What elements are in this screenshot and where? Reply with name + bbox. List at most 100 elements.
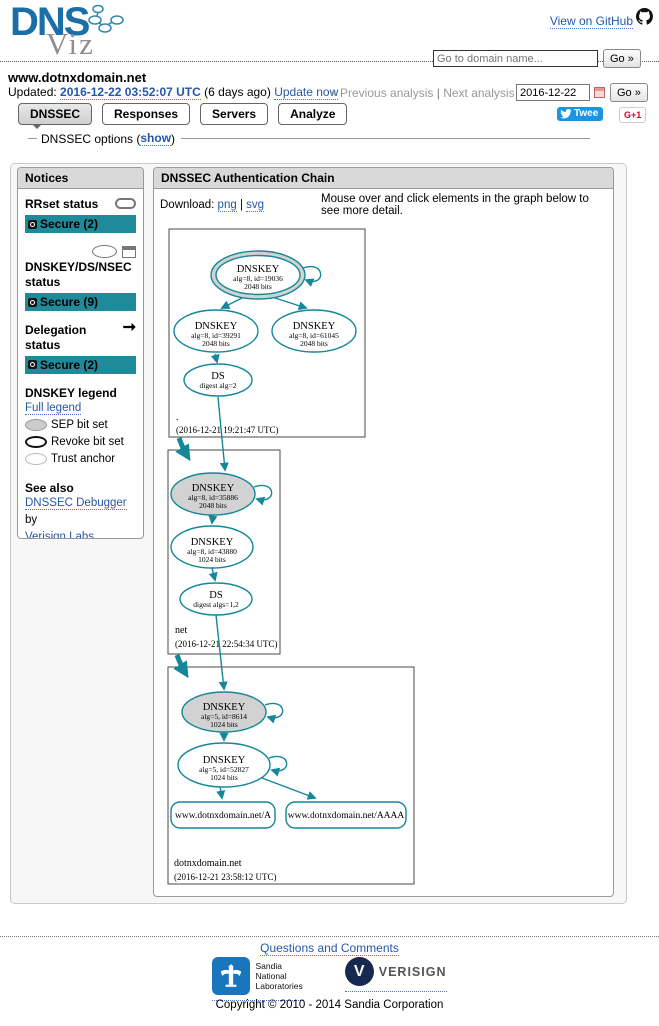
node-rrset-aaaa[interactable]: www.dotnxdomain.net/AAAA [285,801,407,829]
analysis-date-input[interactable] [516,84,590,101]
tab-servers[interactable]: Servers [200,103,269,125]
node-dnskey-43880[interactable]: DNSKEY alg=8, id=43880 1024 bits [170,525,254,569]
node-dnskey-8614[interactable]: DNSKEY alg=5, id=8614 1024 bits [181,691,267,733]
cluster-net[interactable]: net (2016-12-21 22:54:34 UTC) [167,449,281,655]
calendar-icon[interactable] [594,87,605,98]
auth-chain-header: DNSSEC Authentication Chain [154,168,613,189]
copyright-text: Copyright © 2010 - 2014 Sandia Corporati… [215,999,444,1011]
graph-hint-text: Mouse over and click elements in the gra… [321,193,589,217]
edge-ds-8614 [215,614,228,691]
content-wrapper: Notices RRset status Secure (2) DNSKEY/D… [10,163,627,904]
cluster-net-timestamp: (2016-12-21 22:54:34 UTC) [175,639,278,649]
legend-label: SEP bit set [51,418,108,431]
selfloop-35886 [253,484,273,506]
node-bits: 2048 bits [202,339,230,348]
nsec-window-icon [122,245,136,258]
tab-dnssec[interactable]: DNSSEC [18,103,93,129]
auth-chain-panel: DNSSEC Authentication Chain Download: pn… [153,167,614,897]
full-legend-link[interactable]: Full legend [25,401,82,415]
selfloop-19036 [302,265,322,287]
node-dnskey-39291[interactable]: DNSKEY alg=8, id=39291 2048 bits [173,309,259,353]
options-label-suffix: ) [171,131,176,146]
date-go-button[interactable]: Go » [610,83,648,102]
sep-bit-icon [25,418,47,431]
dnskey-ellipse-icon [92,245,117,259]
node-ds-root[interactable]: DS digest alg=2 [183,363,253,397]
node-type: DNSKEY [203,755,246,766]
logo-dns[interactable]: DNS [10,0,90,44]
node-digest: digest algs=1,2 [193,600,239,609]
notices-panel: Notices RRset status Secure (2) DNSKEY/D… [17,167,144,539]
node-alg: alg=8, id=39291 [191,331,241,340]
download-svg-link[interactable]: svg [246,198,265,212]
rrset-label: www.dotnxdomain.net/AAAA [288,811,405,821]
previous-analysis-link[interactable]: « Previous analysis [330,86,434,100]
node-dnskey-61045[interactable]: DNSKEY alg=8, id=61045 2048 bits [271,309,357,353]
verisign-logo-link[interactable]: V VERISIGN [344,957,447,992]
download-row: Download: png | svg Mouse over and click… [154,189,613,217]
dnskey-secure-badge[interactable]: Secure (9) [25,293,136,312]
dnssec-debugger-link[interactable]: DNSSEC Debugger [25,497,127,511]
delegation-secure-badge[interactable]: Secure (2) [25,355,136,374]
cluster-root-timestamp: (2016-12-21 19:21:47 UTC) [176,425,279,435]
edge-19036-61045 [271,296,308,311]
tweet-label: Twee [574,108,599,119]
delegation-status-title: Delegation status [25,323,87,352]
search-input[interactable] [433,50,598,67]
node-alg: alg=5, id=8614 [201,712,247,721]
node-type: DNSKEY [237,264,280,275]
dnssec-graph[interactable]: . (2016-12-21 19:21:47 UTC) net (2016-12… [154,227,613,897]
cluster-dotnxdomain-label: dotnxdomain.net [174,858,242,869]
gplus-button[interactable]: G+1 [619,107,647,123]
node-alg: alg=5, id=52827 [199,765,249,774]
github-octocat-icon[interactable] [636,8,653,25]
node-alg: alg=8, id=43880 [187,547,237,556]
cluster-net-label: net [175,625,187,636]
download-png-link[interactable]: png [217,198,237,212]
node-dnskey-35886[interactable]: DNSKEY alg=8, id=35886 2048 bits [170,472,256,516]
cluster-root[interactable]: . (2016-12-21 19:21:47 UTC) [168,228,366,438]
update-now-link[interactable]: Update now [274,85,339,100]
cluster-root-label: . [176,412,179,423]
view-on-github-link[interactable]: View on GitHub [549,14,633,29]
edge-52827-a [216,786,226,800]
node-type: DNSKEY [192,483,235,494]
legend-item-sep: SEP bit set [25,418,136,431]
options-rule-left [28,138,37,139]
updated-time-link[interactable]: 2016-12-22 03:52:07 UTC [60,85,201,100]
rrset-secure-badge[interactable]: Secure (2) [25,215,136,234]
node-dnskey-19036[interactable]: DNSKEY alg=8, id=19036 2048 bits [210,250,306,300]
download-label: Download: [160,199,215,211]
tab-responses[interactable]: Responses [102,103,191,125]
selfloop-8614 [264,702,284,724]
trust-anchor-icon [25,452,47,465]
edge-19036-39291 [220,296,245,309]
node-type: DNSKEY [191,537,234,548]
node-bits: 1024 bits [198,555,226,564]
node-bits: 2048 bits [300,339,328,348]
dnskey-legend-title: DNSKEY legend [25,385,117,400]
node-rrset-a[interactable]: www.dotnxdomain.net/A [170,801,276,829]
node-ds-net[interactable]: DS digest algs=1,2 [179,582,253,616]
cluster-dotnxdomain[interactable]: dotnxdomain.net (2016-12-21 23:58:12 UTC… [167,666,415,885]
see-also-section: See also DNSSEC Debugger by Verisign Lab… [25,481,136,538]
node-digest: digest alg=2 [200,381,237,390]
search-go-button[interactable]: Go » [603,49,641,68]
show-options-link[interactable]: show [140,131,172,146]
questions-comments-link[interactable]: Questions and Comments [260,941,399,956]
legend-label: Revoke bit set [51,435,124,448]
node-dnskey-52827[interactable]: DNSKEY alg=5, id=52827 1024 bits [177,742,271,788]
logo-graph-icon [88,4,124,33]
edge-39291-ds [210,353,220,364]
verisign-labs-link[interactable]: Verisign Labs. [25,530,98,538]
tweet-button[interactable]: Twee [557,107,604,121]
node-type: DNSKEY [195,321,238,332]
next-analysis-link[interactable]: Next analysis » [443,86,525,100]
tab-analyze[interactable]: Analyze [278,103,348,125]
delegation-arrow-icon: ➞ [122,319,136,337]
sandia-logo-link[interactable]: Sandia National Laboratories [212,957,303,1001]
footer-logos: Sandia National Laboratories V VERISIGN [0,957,659,1001]
footer-divider [0,936,659,937]
options-label-prefix: DNSSEC options ( [41,131,141,146]
notices-header: Notices [18,168,143,189]
